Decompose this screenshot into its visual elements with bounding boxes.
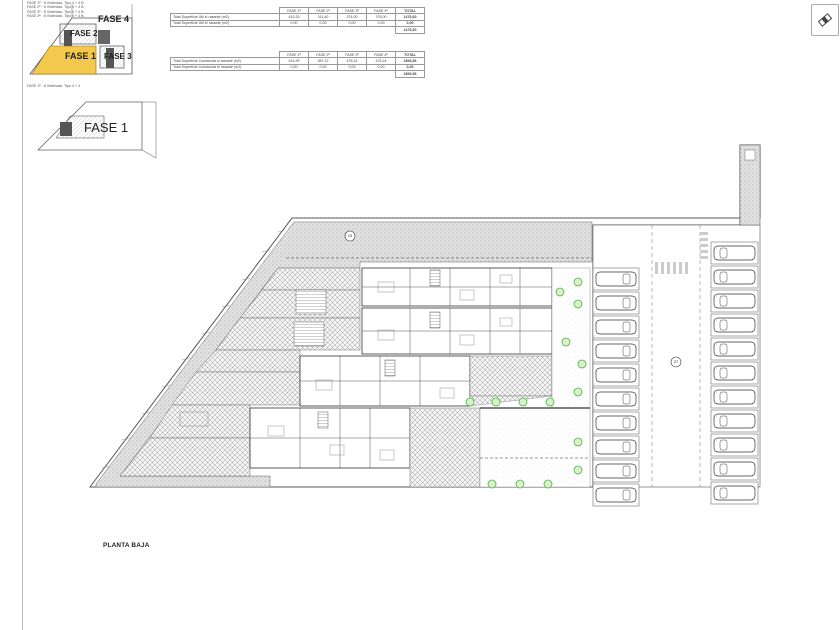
table-total-row: 1476,60: [171, 26, 425, 34]
fase-1-area: [31, 45, 97, 75]
car-icon: [713, 365, 756, 381]
table-total-row: 1854,56: [171, 70, 425, 78]
car-icon: [595, 487, 637, 503]
car-icon: [713, 293, 756, 309]
sheet-margin-line: [22, 0, 23, 630]
legend-line: FASE 2ª · 8 Viviendas. Tipo 4 + 4 B.: [27, 5, 85, 10]
car-icon: [713, 317, 756, 333]
car-icon: [595, 319, 637, 335]
dimension-ticks: [101, 229, 286, 469]
north-arrow-icon: [817, 13, 833, 27]
car-icon: [713, 485, 756, 501]
table-total: 1854,56: [395, 70, 425, 78]
table-row: Total Superficie Útil b/ rasante (m2) 0,…: [170, 19, 425, 28]
marker-circle: [344, 230, 356, 242]
marker-label: 27: [673, 359, 679, 364]
key-plan-fase3-label: FASE 3: [104, 52, 132, 61]
car-icon: [595, 343, 637, 359]
fase-4-mark: [98, 30, 110, 44]
car-icon: [595, 391, 637, 407]
legend-line: FASE 1ª · 8 Viviendas. Tipo 4 + 4 B.: [27, 1, 85, 5]
car-icon: [713, 269, 756, 285]
car-icon: [595, 295, 637, 311]
north-arrow-button[interactable]: [811, 4, 839, 36]
marker-circle: [670, 356, 682, 368]
car-icon: [595, 463, 637, 479]
green-area: [479, 407, 591, 488]
built-area-table: FASE 1ª FASE 2ª FASE 3ª FASE 4ª TOTAL To…: [170, 50, 425, 78]
car-icon: [713, 437, 756, 453]
fase-2-block: [64, 30, 72, 46]
car-icon: [713, 245, 756, 261]
parking-row-right: [710, 241, 759, 505]
table-cell: 0,00: [395, 63, 425, 72]
table-cell: 1476,60: [395, 13, 425, 21]
car-icon: [713, 341, 756, 357]
useful-area-table: FASE 1ª FASE 2ª FASE 3ª FASE 4ª TOTAL To…: [170, 6, 425, 34]
plan-title: PLANTA BAJA: [103, 542, 150, 549]
car-icon: [595, 415, 637, 431]
table-row: Total Superficie Útil s/ rasante (m2) 41…: [170, 13, 425, 21]
access-lane: [739, 144, 761, 226]
table-total: 1476,60: [395, 26, 425, 34]
tree-group: [465, 277, 587, 489]
marker-label: 15: [347, 233, 353, 238]
key-plan-2-fase1-label: FASE 1: [84, 120, 129, 135]
crosswalk: [655, 232, 708, 274]
key-plan-legend: FASE 1ª · 8 Viviendas. Tipo 4 + 4 B. FAS…: [27, 1, 85, 19]
legend-line: FASE 3ª · 8 Viviendas. Tipo 4 + 4 B.: [27, 9, 85, 14]
key-plan-2-caption: FASE 1ª · 8 Viviendas. Tipo 4 + 4: [27, 84, 81, 88]
legend-line: FASE 4ª · 8 Viviendas. Tipo 4 + 4 B.: [27, 14, 85, 19]
car-icon: [713, 413, 756, 429]
table-row: Total Superficie Construida b/ rasante (…: [170, 63, 425, 72]
key-plan-fase2-label: FASE 2: [70, 29, 98, 38]
key-plan-drawing: [29, 4, 157, 159]
car-icon: [713, 389, 756, 405]
table-cell: 0,00: [395, 19, 425, 28]
car-icon: [595, 367, 637, 383]
car-icon: [713, 461, 756, 477]
car-icon: [595, 439, 637, 455]
key-plan-fase1-label: FASE 1: [65, 51, 97, 61]
key-plan-fase4-label: FASE 4: [98, 14, 130, 24]
parking-row-left: [592, 267, 640, 507]
car-icon: [595, 271, 637, 287]
